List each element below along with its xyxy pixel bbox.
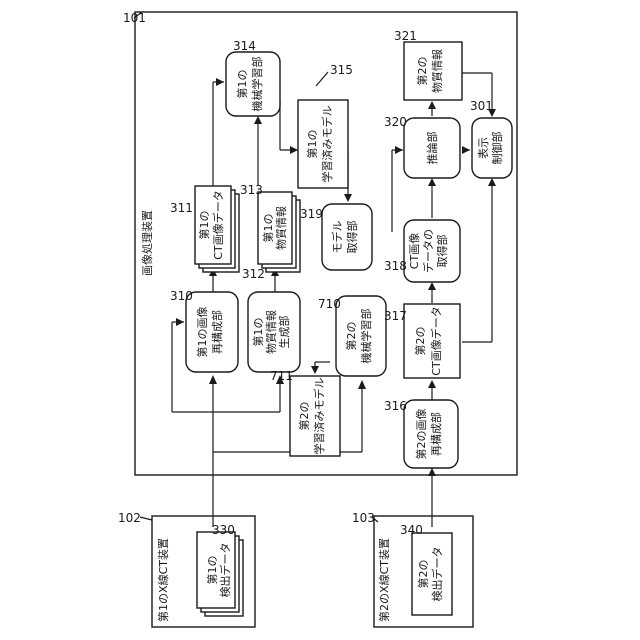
trained-model-2-block: 第2の 学習済みモデル <box>290 376 340 456</box>
svg-text:第1の: 第1の <box>251 318 265 347</box>
svg-text:再構成部: 再構成部 <box>429 412 443 456</box>
ref-710: 710 <box>318 297 341 311</box>
svg-text:第2の画像: 第2の画像 <box>414 409 428 460</box>
detection-data-1-block: 第1の 検出データ <box>197 532 243 616</box>
ref-301: 301 <box>470 99 493 113</box>
ref-312: 312 <box>242 267 265 281</box>
svg-text:取得部: 取得部 <box>435 235 449 268</box>
svg-text:制御部: 制御部 <box>490 132 504 165</box>
svg-text:検出データ: 検出データ <box>430 547 444 602</box>
inference-block: 推論部 <box>404 118 460 178</box>
ref-103: 103 <box>352 511 375 525</box>
svg-text:第1の: 第1の <box>197 211 211 240</box>
svg-text:機械学習部: 機械学習部 <box>359 309 373 364</box>
svg-text:表示: 表示 <box>476 137 490 159</box>
material-info-2-block: 第2の 物質情報 <box>404 42 462 100</box>
ref-315: 315 <box>330 63 353 77</box>
svg-text:第2の: 第2の <box>344 322 358 351</box>
machine-learning-1-block: 第1の 機械学習部 <box>226 52 280 116</box>
svg-text:再構成部: 再構成部 <box>210 310 224 354</box>
ref-317: 317 <box>384 309 407 323</box>
display-control-block: 表示 制御部 <box>472 118 512 178</box>
trained-model-1-block: 第1の 学習済みモデル <box>298 100 348 188</box>
ref-316: 316 <box>384 399 407 413</box>
svg-text:検出データ: 検出データ <box>218 543 232 598</box>
svg-text:物質情報: 物質情報 <box>274 206 288 250</box>
ref-340: 340 <box>400 523 423 537</box>
svg-text:物質情報: 物質情報 <box>264 310 278 354</box>
ref-330: 330 <box>212 523 235 537</box>
svg-text:第2の: 第2の <box>413 327 427 356</box>
ref-314: 314 <box>233 39 256 53</box>
svg-text:第1の: 第1の <box>305 130 319 159</box>
ref-311: 311 <box>170 201 193 215</box>
svg-text:CT画像データ: CT画像データ <box>211 190 225 259</box>
svg-text:学習済みモデル: 学習済みモデル <box>320 106 334 183</box>
ref-310: 310 <box>170 289 193 303</box>
svg-text:第1の: 第1の <box>261 214 275 243</box>
svg-text:取得部: 取得部 <box>345 221 359 254</box>
ref-319: 319 <box>300 207 323 221</box>
ref-321: 321 <box>394 29 417 43</box>
ref-102: 102 <box>118 511 141 525</box>
svg-text:生成部: 生成部 <box>277 316 291 349</box>
svg-text:学習済みモデル: 学習済みモデル <box>312 378 326 455</box>
model-acquisition-block: モデル 取得部 <box>322 204 372 270</box>
svg-text:第2の: 第2の <box>416 560 430 589</box>
svg-text:データの: データの <box>421 229 435 273</box>
ct2-device-title: 第2のX線CT装置 <box>377 538 391 622</box>
svg-text:第2の: 第2の <box>415 57 429 86</box>
detection-data-2-block: 第2の 検出データ <box>412 533 452 615</box>
ct-image-acquisition-block: CT画像 データの 取得部 <box>404 220 460 282</box>
svg-text:第1の画像: 第1の画像 <box>195 307 209 358</box>
svg-text:第1の: 第1の <box>205 556 219 585</box>
machine-learning-2-block: 第2の 機械学習部 <box>336 296 386 376</box>
svg-text:CT画像データ: CT画像データ <box>429 306 443 375</box>
image-reconstruction-2-block: 第2の画像 再構成部 <box>404 400 458 468</box>
ct-image-data-2-block: 第2の CT画像データ <box>404 304 460 378</box>
image-reconstruction-1-block: 第1の画像 再構成部 <box>186 292 238 372</box>
ref-320: 320 <box>384 115 407 129</box>
ct1-device-title: 第1のX線CT装置 <box>156 538 170 622</box>
ct-image-data-1-block: 第1の CT画像データ <box>195 186 239 272</box>
ref-318: 318 <box>384 259 407 273</box>
svg-text:推論部: 推論部 <box>425 132 439 165</box>
ref-313: 313 <box>240 183 263 197</box>
svg-text:モデル: モデル <box>330 221 344 254</box>
material-info-1-block: 第1の 物質情報 <box>258 192 300 272</box>
ref-711: 711 <box>270 369 293 383</box>
svg-text:機械学習部: 機械学習部 <box>250 57 264 112</box>
svg-text:第2の: 第2の <box>297 402 311 431</box>
image-processing-device-title: 画像処理装置 <box>141 210 154 276</box>
svg-text:CT画像: CT画像 <box>408 233 421 269</box>
svg-text:第1の: 第1の <box>235 70 249 99</box>
material-info-generation-block: 第1の 物質情報 生成部 <box>248 292 300 372</box>
svg-text:物質情報: 物質情報 <box>430 49 444 93</box>
